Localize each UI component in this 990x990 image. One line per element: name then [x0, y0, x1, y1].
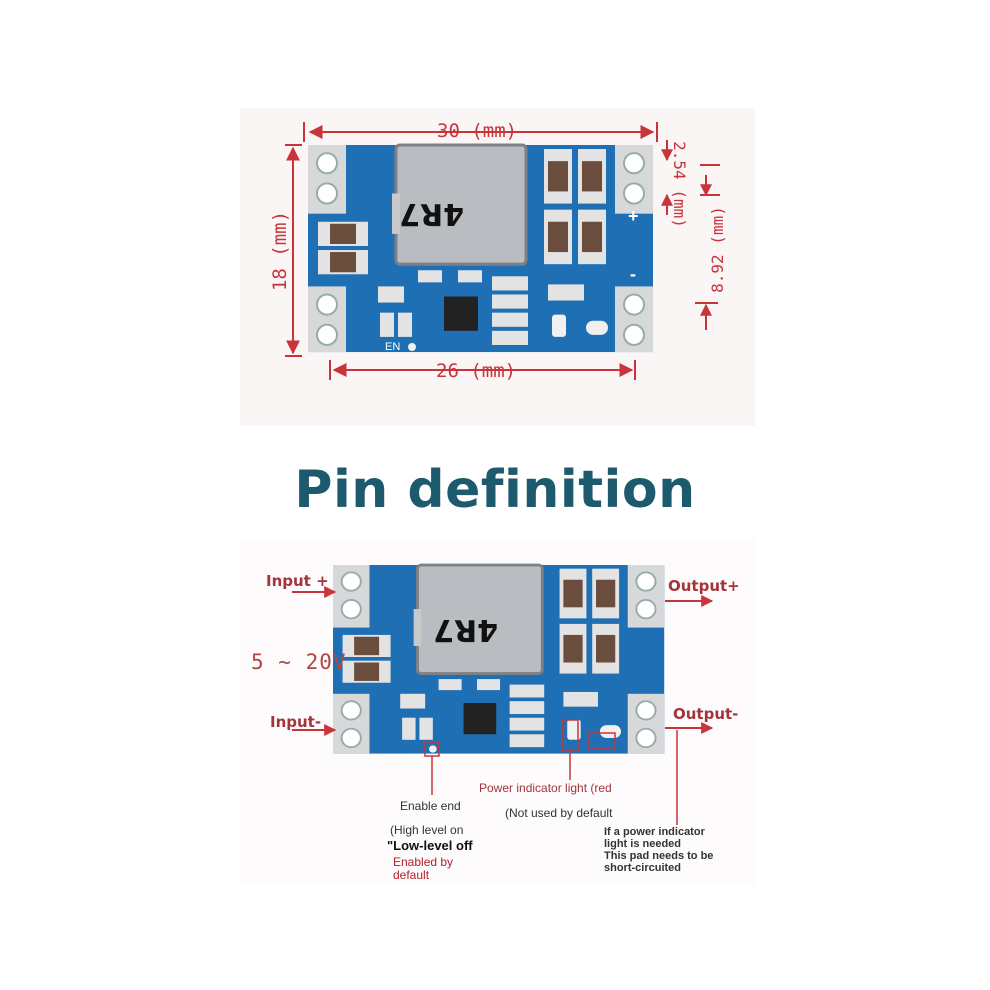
minus-mark: - [630, 264, 636, 284]
enabled-default-line2: default [393, 868, 430, 882]
enable-end-note: Enable end [400, 799, 461, 813]
height-dimension: 18 (mm) [269, 210, 292, 292]
svg-text:4R7: 4R7 [399, 196, 464, 231]
pin-spacing-dimension: 8.92 (mm) [707, 206, 727, 293]
pad-note-line3: This pad needs to be [604, 850, 714, 862]
input-plus-label: Input + [266, 572, 329, 590]
pad-note-line2: light is needed [604, 838, 682, 850]
plus-mark: + [628, 206, 639, 226]
output-plus-label: Output+ [668, 577, 740, 595]
pitch-dimension: 2.54 (mm) [669, 141, 689, 228]
svg-text:4R7: 4R7 [433, 612, 498, 647]
input-minus-label: Input- [270, 713, 322, 731]
power-light-note: Power indicator light (red [479, 781, 612, 795]
enabled-default-line1: Enabled by [393, 855, 454, 869]
pad-note-line4: short-circuited [604, 862, 682, 874]
en-label: EN [385, 341, 401, 353]
hole-span-dimension: 26 (mm) [436, 360, 517, 382]
pad-note-line1: If a power indicator [604, 826, 705, 838]
voltage-range-label: 5 ~ 20V [251, 650, 347, 674]
page-title: Pin definition [294, 460, 696, 520]
en-label-bottom: EN [407, 753, 421, 764]
high-level-note: (High level on [390, 823, 464, 837]
low-level-note: "Low-level off [387, 838, 473, 853]
width-dimension: 30 (mm) [437, 120, 518, 142]
output-minus-label: Output- [673, 705, 739, 723]
not-used-note: (Not used by default [505, 806, 613, 820]
